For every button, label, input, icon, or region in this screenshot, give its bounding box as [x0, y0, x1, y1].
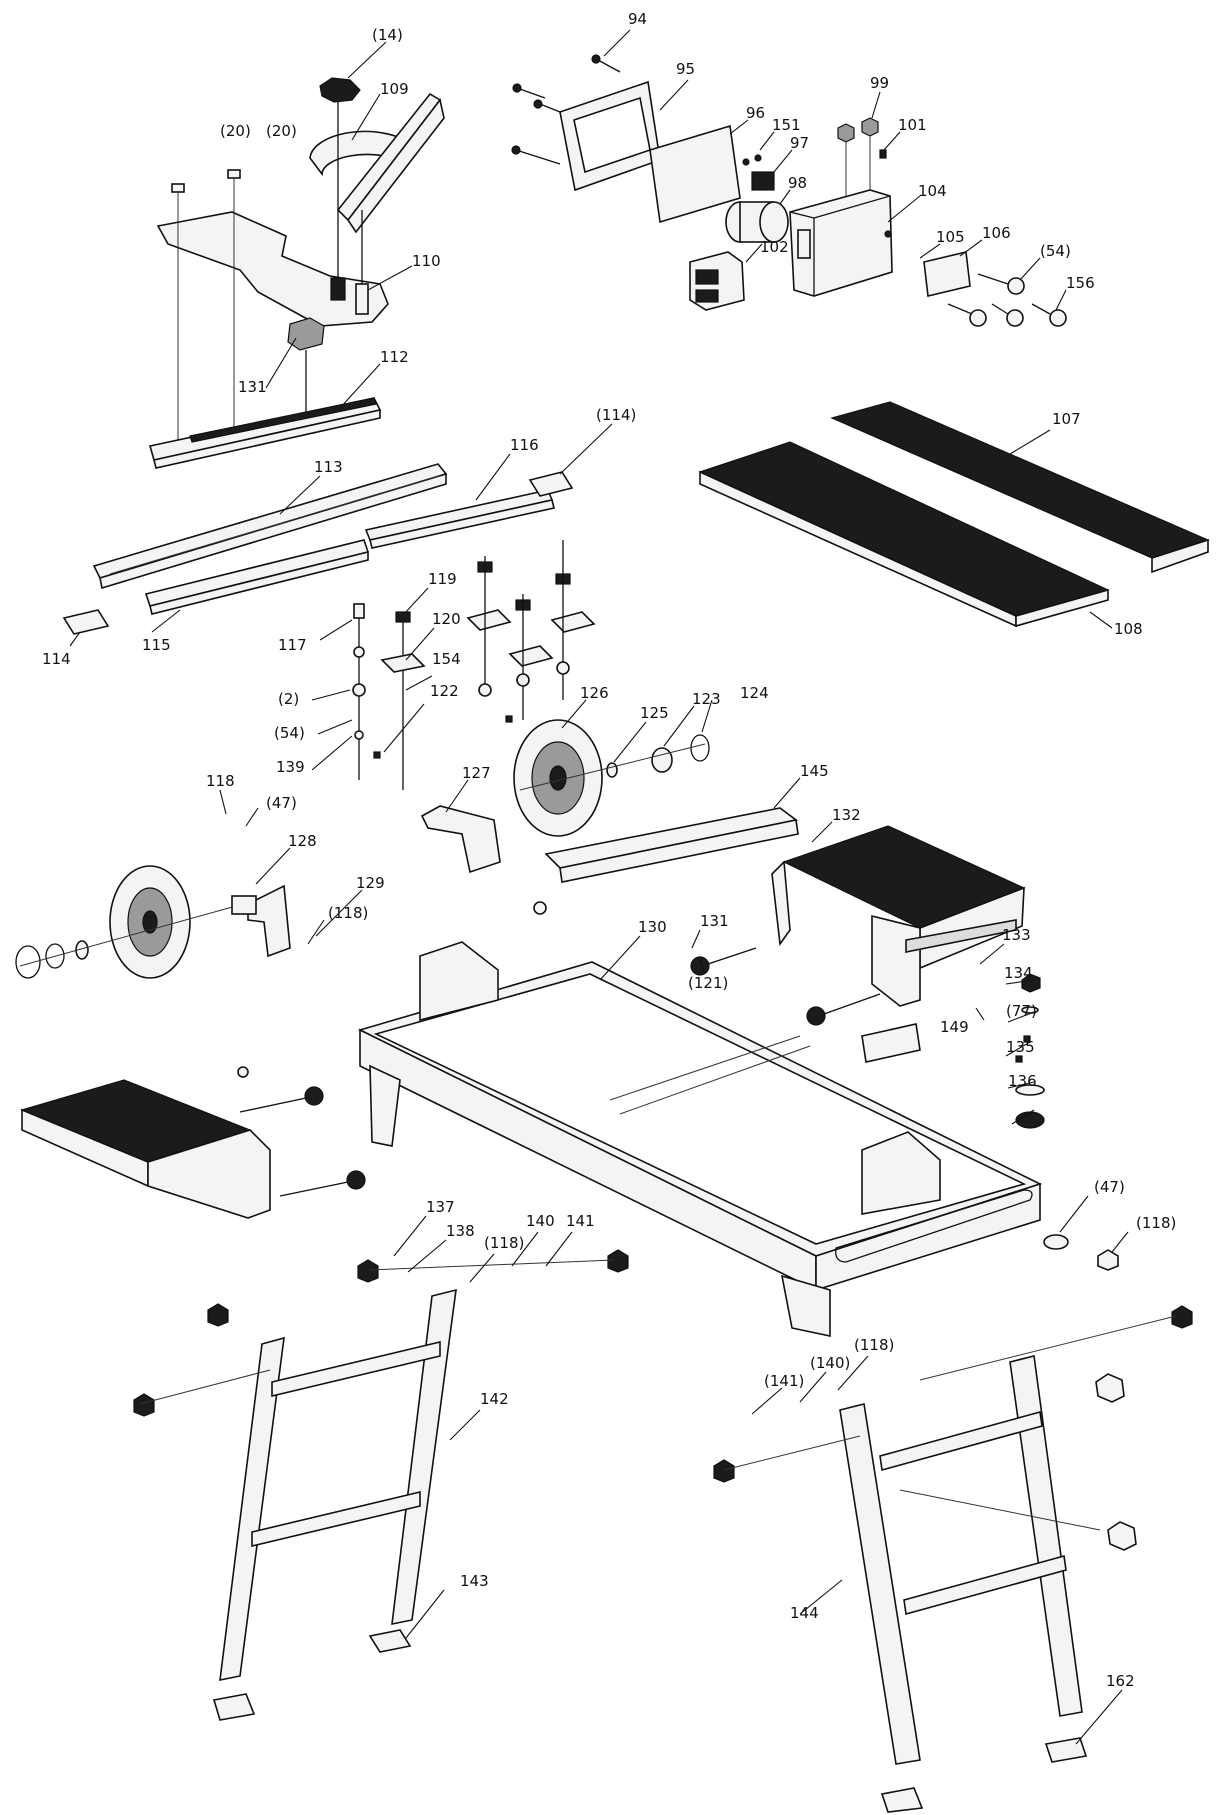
main-frame-130 — [357, 941, 1043, 1337]
part-label: 140 — [526, 1212, 555, 1230]
wheel-bracket-127 — [420, 805, 501, 874]
part-label: 107 — [1052, 410, 1081, 428]
part-label: (77) — [1006, 1002, 1037, 1020]
part-label: 109 — [380, 80, 409, 98]
miter-guide-assembly — [62, 77, 574, 635]
part-label: 119 — [428, 570, 457, 588]
part-label: (118) — [484, 1234, 524, 1252]
part-label: (118) — [854, 1336, 894, 1354]
part-label: 110 — [412, 252, 441, 270]
part-label: (114) — [596, 406, 636, 424]
wheel-left — [15, 865, 237, 979]
part-label: (47) — [1094, 1178, 1125, 1196]
part-label: (140) — [810, 1354, 850, 1372]
part-label: 118 — [206, 772, 235, 790]
part-label: 99 — [870, 74, 889, 92]
part-label: 113 — [314, 458, 343, 476]
part-label: 129 — [356, 874, 385, 892]
part-label: 123 — [692, 690, 721, 708]
part-label: 102 — [760, 238, 789, 256]
part-label: (20) — [220, 122, 251, 140]
part-label: 126 — [580, 684, 609, 702]
part-label: 106 — [982, 224, 1011, 242]
part-label: 117 — [278, 636, 307, 654]
part-label: (54) — [274, 724, 305, 742]
part-label: 98 — [788, 174, 807, 192]
leg-stand-right-144 — [713, 1305, 1193, 1813]
part-label: 135 — [1006, 1038, 1035, 1056]
part-label: 154 — [432, 650, 461, 668]
part-label: 122 — [430, 682, 459, 700]
part-label: (20) — [266, 122, 297, 140]
part-label: (118) — [1136, 1214, 1176, 1232]
part-label: 139 — [276, 758, 305, 776]
tension-knob-group — [1015, 973, 1119, 1271]
part-label: 131 — [238, 378, 267, 396]
part-label: 128 — [288, 832, 317, 850]
part-label: 145 — [800, 762, 829, 780]
part-label: 112 — [380, 348, 409, 366]
part-label: 105 — [936, 228, 965, 246]
part-label: 133 — [1002, 926, 1031, 944]
part-label: 142 — [480, 1390, 509, 1408]
part-number-labels: 94 95 96 151 97 98 99 101 102 104 105 10… — [42, 10, 1176, 1690]
part-label: 162 — [1106, 1672, 1135, 1690]
part-label: 137 — [426, 1198, 455, 1216]
part-label: 132 — [832, 806, 861, 824]
part-label: 101 — [898, 116, 927, 134]
part-label: 130 — [638, 918, 667, 936]
part-label: 104 — [918, 182, 947, 200]
part-label: (14) — [372, 26, 403, 44]
part-label: 131 — [700, 912, 729, 930]
part-label: (54) — [1040, 242, 1071, 260]
part-label: 143 — [460, 1572, 489, 1590]
part-label: 134 — [1004, 964, 1033, 982]
wing-table-left — [20, 1079, 271, 1219]
part-label: 116 — [510, 436, 539, 454]
part-label: 95 — [676, 60, 695, 78]
part-label: 114 — [42, 650, 71, 668]
part-label: (141) — [764, 1372, 804, 1390]
part-label: (121) — [688, 974, 728, 992]
label-plate-149 — [861, 1023, 921, 1063]
part-label: 138 — [446, 1222, 475, 1240]
leg-stand-left-142 — [133, 1249, 629, 1721]
part-label: (118) — [328, 904, 368, 922]
motor-cover-assembly — [511, 54, 1067, 327]
part-label: 136 — [1008, 1072, 1037, 1090]
part-label: 115 — [142, 636, 171, 654]
part-label: 97 — [790, 134, 809, 152]
part-label: 144 — [790, 1604, 819, 1622]
part-label: 127 — [462, 764, 491, 782]
part-label: (47) — [266, 794, 297, 812]
table-extension-boards — [698, 401, 1210, 628]
wheel-right — [513, 719, 710, 837]
leader-lines — [69, 29, 1129, 1745]
part-label: 141 — [566, 1212, 595, 1230]
part-label: 120 — [432, 610, 461, 628]
fastener-group — [352, 540, 596, 790]
wheel-bracket-128 — [247, 884, 291, 958]
part-label: 151 — [772, 116, 801, 134]
part-label: 125 — [640, 704, 669, 722]
wing-table-right — [771, 825, 1026, 1007]
part-label: 96 — [746, 104, 765, 122]
part-label: 108 — [1114, 620, 1143, 638]
part-label: 149 — [940, 1018, 969, 1036]
part-label: 94 — [628, 10, 647, 28]
part-label: 124 — [740, 684, 769, 702]
part-label: 156 — [1066, 274, 1095, 292]
part-label: (2) — [278, 690, 299, 708]
